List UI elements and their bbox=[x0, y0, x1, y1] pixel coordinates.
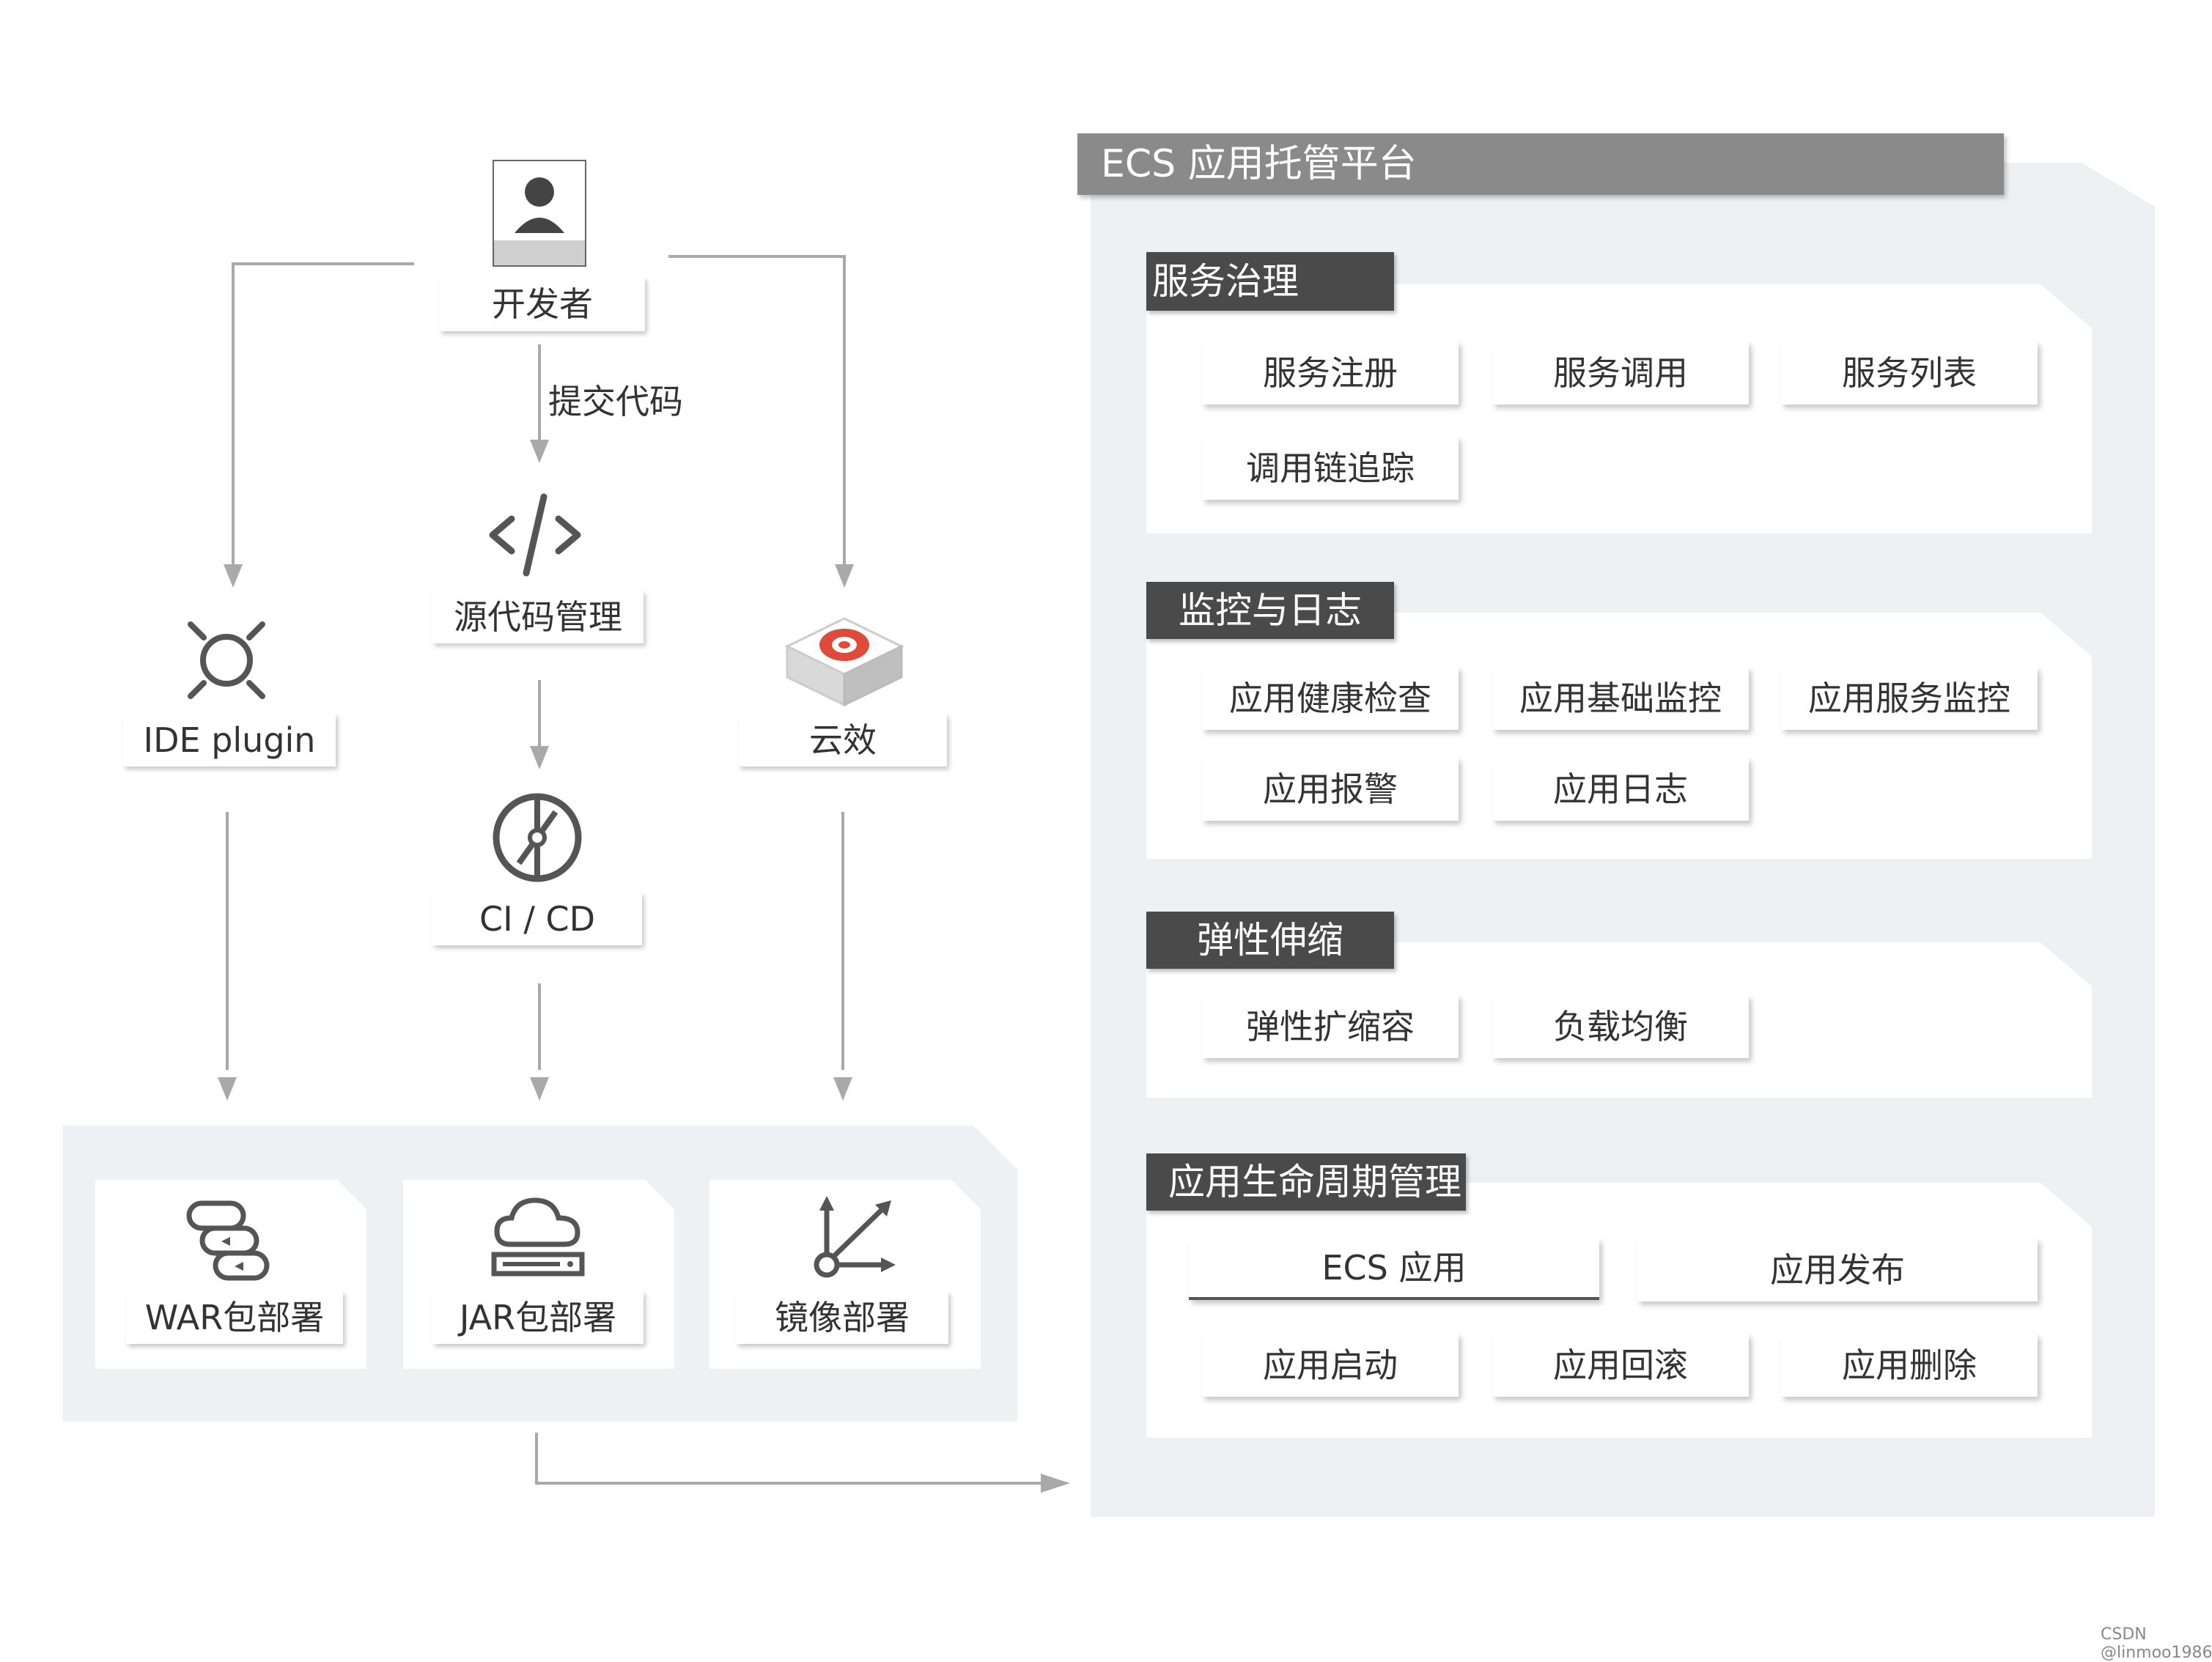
arrowhead-source bbox=[530, 440, 549, 463]
arrow-dev-to-ide bbox=[232, 262, 414, 564]
cicd-icon bbox=[493, 793, 582, 882]
arrowhead-cloud bbox=[835, 564, 854, 588]
arrowhead-image bbox=[833, 1077, 852, 1101]
elastic-scaling: 弹性扩缩容 bbox=[1202, 995, 1459, 1058]
source-code-label: 源代码管理 bbox=[432, 591, 644, 643]
arrowhead-jar bbox=[530, 1077, 549, 1101]
war-package-icon bbox=[186, 1200, 270, 1281]
service-list: 服务列表 bbox=[1781, 341, 2038, 405]
service-register: 服务注册 bbox=[1202, 341, 1459, 405]
service-governance-title: 服务治理 bbox=[1146, 252, 1394, 311]
developer-label: 开发者 bbox=[440, 277, 645, 331]
load-balance: 负载均衡 bbox=[1492, 995, 1749, 1058]
lifecycle-panel bbox=[1146, 1183, 2092, 1438]
jar-deploy-label: JAR包部署 bbox=[432, 1291, 644, 1344]
code-icon bbox=[489, 493, 581, 577]
arrowhead-war bbox=[218, 1077, 237, 1101]
app-alert: 应用报警 bbox=[1202, 758, 1459, 821]
cloud-effect-label: 云效 bbox=[739, 714, 947, 767]
arrowhead-platform bbox=[1041, 1474, 1070, 1493]
plugin-icon bbox=[188, 621, 265, 699]
service-invoke: 服务调用 bbox=[1492, 341, 1749, 405]
trace-tracking: 调用链追踪 bbox=[1202, 437, 1459, 500]
developer-avatar-icon bbox=[493, 160, 586, 267]
lifecycle-title: 应用生命周期管理 bbox=[1146, 1153, 1466, 1211]
watermark: CSDN @linmoo1986 bbox=[2101, 1625, 2212, 1662]
app-health-check: 应用健康检查 bbox=[1202, 667, 1459, 730]
app-start: 应用启动 bbox=[1202, 1334, 1459, 1397]
cloud-server-icon bbox=[491, 1197, 585, 1277]
auto-scaling-title: 弹性伸缩 bbox=[1146, 912, 1394, 969]
app-publish: 应用发布 bbox=[1637, 1238, 2038, 1301]
cloud-effect-logo-icon bbox=[784, 617, 904, 707]
war-deploy-label: WAR包部署 bbox=[126, 1291, 343, 1344]
platform-title: ECS 应用托管平台 bbox=[1101, 142, 1417, 186]
arrowhead-cicd bbox=[530, 746, 549, 769]
ide-plugin-label: IDE plugin bbox=[123, 714, 336, 767]
monitoring-logging-panel bbox=[1146, 613, 2092, 859]
app-service-monitor: 应用服务监控 bbox=[1781, 667, 2038, 730]
app-delete: 应用删除 bbox=[1781, 1334, 2038, 1397]
submit-code-label: 提交代码 bbox=[548, 382, 683, 421]
arrowhead-ide bbox=[224, 564, 243, 588]
ecs-app: ECS 应用 bbox=[1189, 1238, 1599, 1300]
platform-title-bar bbox=[1077, 133, 2004, 195]
monitoring-logging-title: 监控与日志 bbox=[1146, 582, 1394, 639]
cicd-label: CI / CD bbox=[432, 893, 642, 945]
image-deploy-label: 镜像部署 bbox=[736, 1291, 948, 1344]
app-log: 应用日志 bbox=[1492, 758, 1749, 821]
app-basic-monitor: 应用基础监控 bbox=[1492, 667, 1749, 730]
arrow-dev-to-cloud bbox=[668, 255, 846, 564]
arrow-deploy-to-platform bbox=[535, 1433, 1041, 1485]
image-deploy-icon bbox=[814, 1196, 896, 1278]
app-rollback: 应用回滚 bbox=[1492, 1334, 1749, 1397]
